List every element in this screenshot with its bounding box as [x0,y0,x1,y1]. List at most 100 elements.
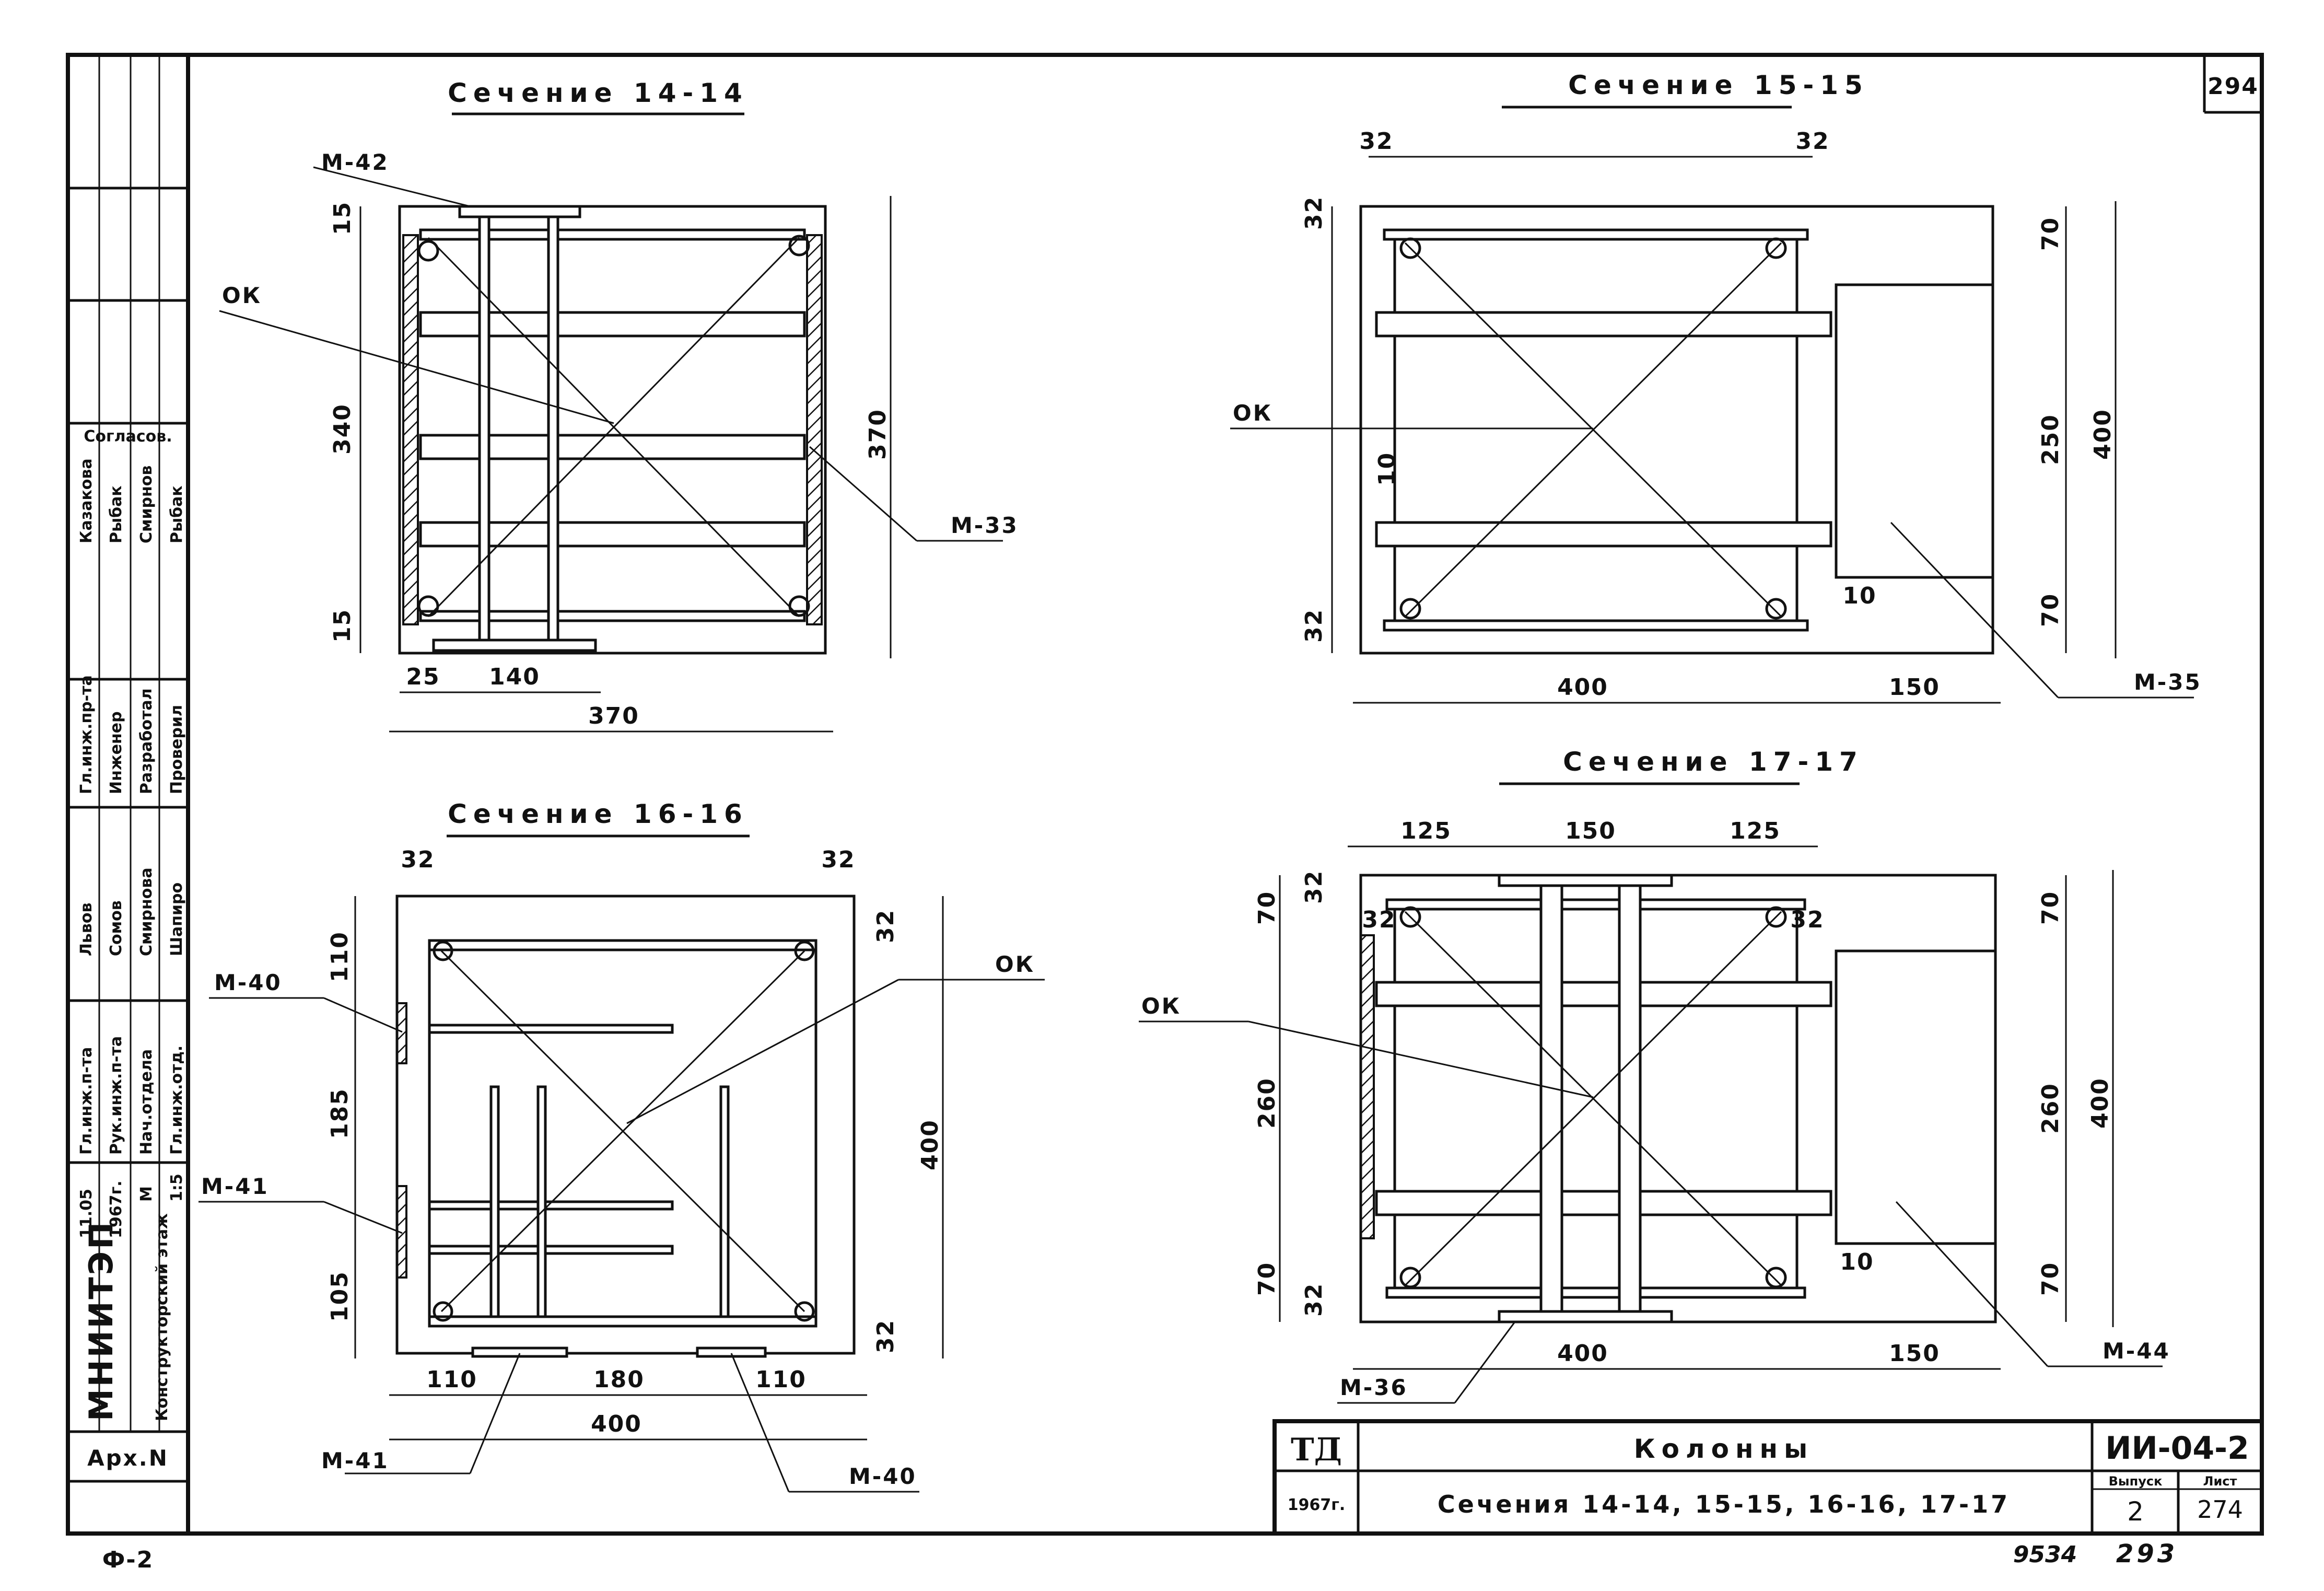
s16-short-bar-3 [428,1245,674,1255]
s16-dim-32-right-top: 32 [872,909,899,943]
stamp-name-5: Львов [77,903,96,956]
stamp-agreed: Согласов. [84,427,172,446]
s15-corner-rod [1765,237,1787,259]
stamp-scale-label: М [137,1186,156,1202]
s16-bottom-plate-1 [471,1346,568,1358]
s16-corner-rod [433,1301,453,1322]
s14-right-hatched-plate [806,234,823,625]
tb-name: Колонны [1634,1434,1814,1464]
s17-corner-rod [1765,906,1787,928]
stamp-role-8: Гл.инж.отд. [168,1046,186,1155]
s14-bar-2 [419,311,806,338]
stamp-archive: Арх.N [87,1445,169,1471]
s15-bar-2 [1375,311,1832,338]
s14-dim-15-bottom: 15 [329,609,356,643]
s17-top-plate [1498,874,1673,887]
s14-dim-340: 340 [329,403,356,455]
s16-label-m40-bottom: М-40 [849,1464,917,1489]
s17-web-1 [1539,884,1563,1313]
section-14-title: Сечение 14-14 [448,78,749,108]
s14-corner-rod [417,595,439,617]
s17-dim-150-bottom: 150 [1889,1340,1940,1367]
section-16-16: Сечение 16-16 32 32 32 110 185 105 400 3… [198,799,1045,1493]
s14-label-m42: М-42 [321,149,389,175]
s15-dim-250: 250 [2037,414,2064,465]
s17-dim-150-top: 150 [1565,818,1616,844]
s15-corner-rod [1399,598,1421,620]
tb-code: ИИ-04-2 [2105,1430,2249,1467]
s16-plate-m40 [396,1002,407,1064]
stamp-name-2: Рыбак [107,485,125,543]
s15-bar-1 [1383,228,1809,241]
stamp-year: 1967г. [107,1180,125,1238]
s17-dim-32-inner-right: 32 [1790,907,1824,933]
s16-vert-1 [489,1085,500,1318]
s16-dim-185-left: 185 [326,1088,353,1139]
s14-corner-rod [788,595,810,617]
s16-label-m40-top: М-40 [214,970,282,995]
stamp-scale: 1:5 [168,1174,186,1202]
section-14-14: Сечение 14-14 15 340 15 370 25 140 370 М… [219,78,1019,733]
s16-label-ok: ОК [995,951,1035,977]
s15-dim-400-bottom: 400 [1557,674,1608,701]
s15-dim-400-right: 400 [2089,409,2116,460]
s16-label-m41-left: М-41 [201,1174,269,1199]
stamp-name-8: Шапиро [168,882,186,956]
s15-dim-70-right-top: 70 [2037,217,2064,251]
s15-dim-150-bottom: 150 [1889,674,1940,701]
s16-corner-rod [794,1301,815,1322]
stamp-name-7: Смирнова [137,867,156,956]
stamp-role-2: Инженер [107,711,125,794]
s15-corner-rod [1765,598,1787,620]
s15-dim-32-left-bottom: 32 [1301,609,1327,643]
s16-dim-110-bottom-left: 110 [426,1366,477,1393]
s16-vert-3 [719,1085,730,1318]
s16-dim-180-bottom: 180 [593,1366,645,1393]
s15-label-ok: ОК [1233,400,1272,426]
bottom-code: 9534 [2013,1541,2077,1568]
s17-dim-32-inner-left: 32 [1362,907,1396,933]
s17-dim-70-left-top: 70 [1254,891,1280,925]
s15-label-m35: М-35 [2134,669,2202,695]
s16-dim-400-right: 400 [917,1119,943,1170]
s17-column-outline [1359,874,1997,1323]
stamp-role-6: Рук.инж.п-та [107,1036,125,1155]
stamp-name-1: Казакова [77,458,96,543]
s17-dim-260-right: 260 [2037,1083,2064,1134]
s16-bottom-plate-2 [696,1346,767,1358]
s17-bracket [1835,949,1997,1245]
s14-label-m33: М-33 [951,513,1019,538]
tb-sheet-label: Лист [2203,1474,2237,1489]
section-16-title: Сечение 16-16 [448,799,749,829]
s16-dim-105-left: 105 [326,1271,353,1322]
s15-bar-3 [1375,521,1832,548]
tb-subtitle: Сечения 14-14, 15-15, 16-16, 17-17 [1438,1490,2010,1518]
stamp-role-1: Гл.инж.пр-та [77,675,96,794]
s14-stiffener-1 [478,215,491,642]
s14-column-outline [398,205,827,655]
stamp-role-7: Нач.отдела [137,1049,156,1155]
s14-top-plate [458,205,581,218]
s15-dim-32-left-top: 32 [1301,196,1327,230]
s15-column-outline [1359,205,1994,655]
s17-dim-400-bottom: 400 [1557,1340,1608,1367]
s16-dim-110-bottom-right: 110 [755,1366,807,1393]
tb-issue: 2 [2127,1496,2144,1527]
sheet-frame [66,53,2264,1536]
s17-bar-1 [1385,898,1806,911]
tb-sheet: 274 [2197,1495,2243,1524]
s17-corner-rod [1399,906,1421,928]
s16-dim-32-right-bottom: 32 [872,1319,899,1353]
s14-bottom-plate [432,638,597,652]
s17-dim-32-left-bottom: 32 [1301,1283,1327,1317]
stamp-name-4: Рыбак [168,485,186,543]
s15-corner-rod [1399,237,1421,259]
page-number: 294 [2208,73,2259,100]
stamp-date: 11.05 [77,1189,96,1238]
s17-dim-70-right-bottom: 70 [2037,1262,2064,1296]
s16-short-bar-1 [428,1024,674,1034]
s16-corner-rod [794,940,815,961]
section-17-17: Сечение 17-17 125 150 125 70 32 32 260 7… [1139,747,2169,1404]
s17-dim-32-left-top: 32 [1301,870,1327,904]
s17-hatched-plate [1360,934,1375,1239]
